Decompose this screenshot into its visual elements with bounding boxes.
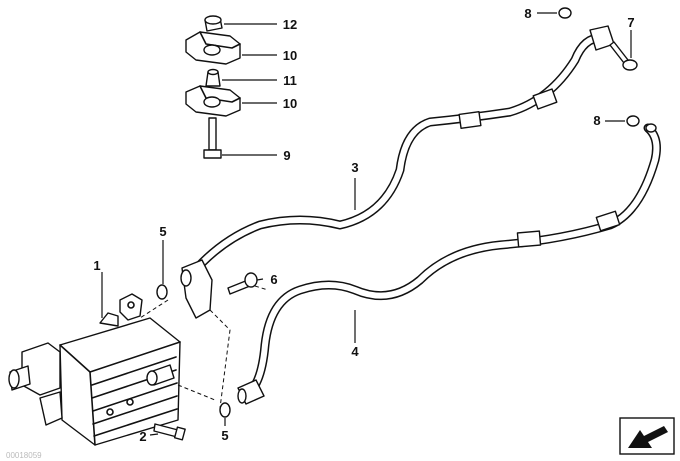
washer-5-upper xyxy=(156,284,168,300)
callout-9: 9 xyxy=(283,148,290,163)
assembly-lines xyxy=(139,285,269,409)
image-id-watermark: 00018059 xyxy=(6,451,42,460)
o-ring-8-upper xyxy=(558,7,572,19)
callout-3: 3 xyxy=(351,160,358,175)
bolt-7 xyxy=(609,41,638,71)
oil-line-3 xyxy=(180,25,615,319)
leader-lines xyxy=(101,12,632,436)
callout-10-lower: 10 xyxy=(283,96,297,111)
callout-7: 7 xyxy=(627,15,634,30)
callout-6: 6 xyxy=(270,272,277,287)
bracket-stack xyxy=(185,15,241,159)
callout-8-upper: 8 xyxy=(524,6,531,21)
callout-1: 1 xyxy=(93,258,100,273)
callouts: 1 2 3 4 5 5 6 7 8 8 9 10 10 11 12 xyxy=(93,6,634,444)
callout-2: 2 xyxy=(139,429,146,444)
callout-10-upper: 10 xyxy=(283,48,297,63)
orientation-arrow-icon xyxy=(619,417,675,455)
callout-5-lower: 5 xyxy=(221,428,228,443)
o-ring-8-lower xyxy=(626,115,640,127)
bolt-6 xyxy=(227,272,258,295)
washer-5-lower xyxy=(219,402,231,418)
oil-cooler xyxy=(8,293,181,446)
callout-8-lower: 8 xyxy=(593,113,600,128)
callout-11: 11 xyxy=(283,73,297,88)
bolt-2 xyxy=(153,423,186,441)
callout-5-upper: 5 xyxy=(159,224,166,239)
callout-12: 12 xyxy=(283,17,297,32)
oil-line-4 xyxy=(237,123,661,405)
callout-4: 4 xyxy=(351,344,359,359)
